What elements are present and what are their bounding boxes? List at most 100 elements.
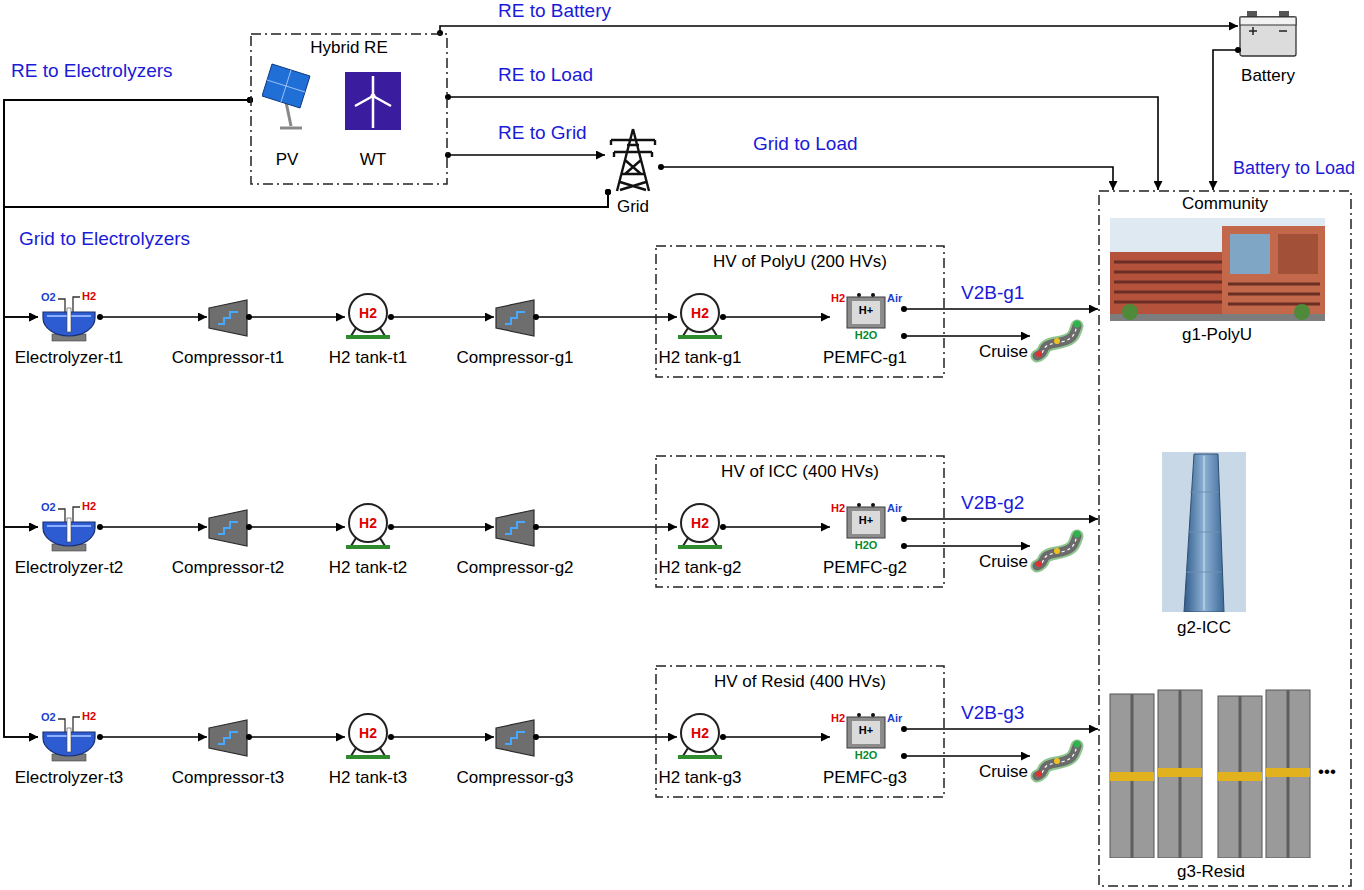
outline-rect <box>656 246 944 377</box>
connector <box>448 97 1158 190</box>
fuel-cell-icon <box>847 293 885 328</box>
icon-text: H+ <box>859 304 873 317</box>
icon-text: Air <box>887 502 902 515</box>
group-box: Hybrid REPVWT <box>250 33 448 185</box>
tank-icon <box>346 294 390 339</box>
node-label: Electrolyzer-t3 <box>15 768 124 788</box>
edge-label: Grid to Electrolyzers <box>18 228 191 250</box>
node-label: PEMFC-g2 <box>823 558 907 578</box>
fuel-cell: H2H+AirH2OPEMFC-g1 <box>830 292 904 344</box>
battery-icon <box>1240 11 1296 56</box>
connector <box>448 154 605 156</box>
compressor-icon <box>496 300 534 336</box>
icon-text: H2 <box>831 292 845 305</box>
icon-text: H2 <box>691 515 709 531</box>
node-label: Electrolyzer-t2 <box>15 558 124 578</box>
connector <box>100 316 207 318</box>
tower-picture <box>1162 452 1246 612</box>
compressor-icon <box>496 720 534 756</box>
node-label: Cruise <box>979 342 1028 362</box>
edge-label: RE to Load <box>497 64 594 86</box>
fuel-cell-icon <box>847 503 885 538</box>
icon-text: H2 <box>359 725 377 741</box>
road-icon <box>1036 741 1081 778</box>
grid-tower-icon <box>611 129 655 191</box>
connector <box>723 526 830 528</box>
compressor-icon <box>209 720 247 756</box>
node-label: Compressor-g1 <box>456 348 573 368</box>
tank-icon <box>346 504 390 549</box>
edge-label: RE to Grid <box>497 122 588 144</box>
h2-tank: H2H2 tank-t2 <box>345 502 391 552</box>
connector <box>4 100 250 317</box>
connector <box>904 728 1098 730</box>
vehicle-group: HV of Resid (400 HVs)H2H2 tank-g3H2H+Air… <box>655 665 945 798</box>
connector <box>440 26 1238 33</box>
edge-label: V2B-g3 <box>960 702 1025 724</box>
icon-text: O2 <box>41 711 56 724</box>
connector <box>100 736 207 738</box>
icon-text: O2 <box>41 501 56 514</box>
group-title: HV of Resid (400 HVs) <box>714 672 886 692</box>
connector <box>904 545 1030 547</box>
icon-text: H2 <box>359 515 377 531</box>
fuel-cell: H2H+AirH2OPEMFC-g2 <box>830 502 904 554</box>
group-title: HV of PolyU (200 HVs) <box>713 252 887 272</box>
cruise-road: Cruise <box>1030 738 1085 783</box>
cruise-road: Cruise <box>1030 528 1085 573</box>
connector <box>723 736 830 738</box>
node-label: PV <box>276 150 299 170</box>
tank-icon <box>678 504 722 549</box>
connector <box>4 192 608 737</box>
node-label: H2 tank-t1 <box>329 348 407 368</box>
connector <box>904 755 1030 757</box>
pv-icon <box>262 64 310 128</box>
connector <box>4 100 250 737</box>
h2-tank: H2H2 tank-g2 <box>677 502 723 552</box>
connector <box>391 526 494 528</box>
icon-text: H2 <box>82 710 96 723</box>
tank-icon <box>346 714 390 759</box>
connector <box>904 308 1098 310</box>
road-icon <box>1036 531 1081 568</box>
group-title: HV of ICC (400 HVs) <box>721 462 879 482</box>
outline-rect <box>656 666 944 797</box>
node-label: H2 tank-g1 <box>658 348 741 368</box>
node-label: H2 tank-g2 <box>658 558 741 578</box>
fuel-cell: H2H+AirH2OPEMFC-g3 <box>830 712 904 764</box>
cruise-road: Cruise <box>1030 318 1085 363</box>
connector <box>723 316 830 318</box>
node-label: Compressor-t1 <box>172 348 284 368</box>
node-label: WT <box>360 150 386 170</box>
connector <box>904 518 1098 520</box>
icon-text: H2 <box>359 305 377 321</box>
edge-label: RE to Battery <box>497 0 612 22</box>
node-label: Cruise <box>979 552 1028 572</box>
electrolyzer: O2H2Electrolyzer-t1 <box>38 290 100 342</box>
connector <box>4 192 608 527</box>
node-label: H2 tank-t3 <box>329 768 407 788</box>
electrolyzer-icon <box>43 717 95 761</box>
building: g1-PolyU <box>1110 218 1325 321</box>
compressor-icon <box>496 510 534 546</box>
icon-text: H2 <box>691 305 709 321</box>
connector <box>249 526 345 528</box>
icon-text: H2 <box>82 290 96 303</box>
h2-tank: H2H2 tank-g1 <box>677 292 723 342</box>
icon-text: H2 <box>831 712 845 725</box>
edge-label: Battery to Load <box>1232 158 1356 179</box>
edge-label: Grid to Load <box>752 133 859 155</box>
connector <box>391 736 494 738</box>
node-label: Compressor-t2 <box>172 558 284 578</box>
residential-picture <box>1110 690 1310 858</box>
tank-icon <box>678 714 722 759</box>
h2-tank: H2H2 tank-t1 <box>345 292 391 342</box>
node-label: Compressor-t3 <box>172 768 284 788</box>
vehicle-group: HV of ICC (400 HVs)H2H2 tank-g2H2H+AirH2… <box>655 455 945 588</box>
electrolyzer: O2H2Electrolyzer-t3 <box>38 710 100 762</box>
community-box: Communityg1-PolyUg2-ICCg3-Resid <box>1098 190 1352 887</box>
edge-label: V2B-g2 <box>960 492 1025 514</box>
building: g2-ICC <box>1162 452 1246 612</box>
edge-label: RE to Electrolyzers <box>10 60 174 82</box>
